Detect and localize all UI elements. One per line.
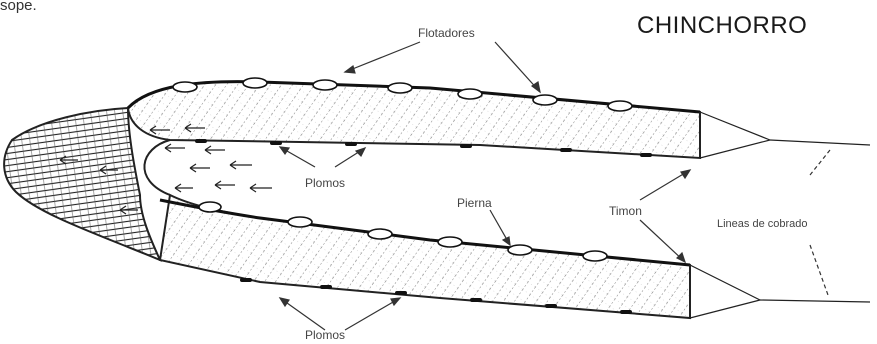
bag <box>4 108 160 260</box>
label-flotadores: Flotadores <box>418 26 475 40</box>
diagram-title: CHINCHORRO <box>637 12 807 40</box>
bridle-upper <box>700 112 870 158</box>
upper-wing <box>128 82 700 158</box>
fragment-text: sope. <box>0 0 37 14</box>
label-lineas: Lineas de cobrado <box>717 218 808 230</box>
bridle-lower <box>690 265 870 318</box>
label-timon: Timon <box>609 204 642 218</box>
label-plomos-bottom: Plomos <box>305 328 345 342</box>
label-pierna: Pierna <box>457 196 492 210</box>
label-plomos-top: Plomos <box>305 176 345 190</box>
